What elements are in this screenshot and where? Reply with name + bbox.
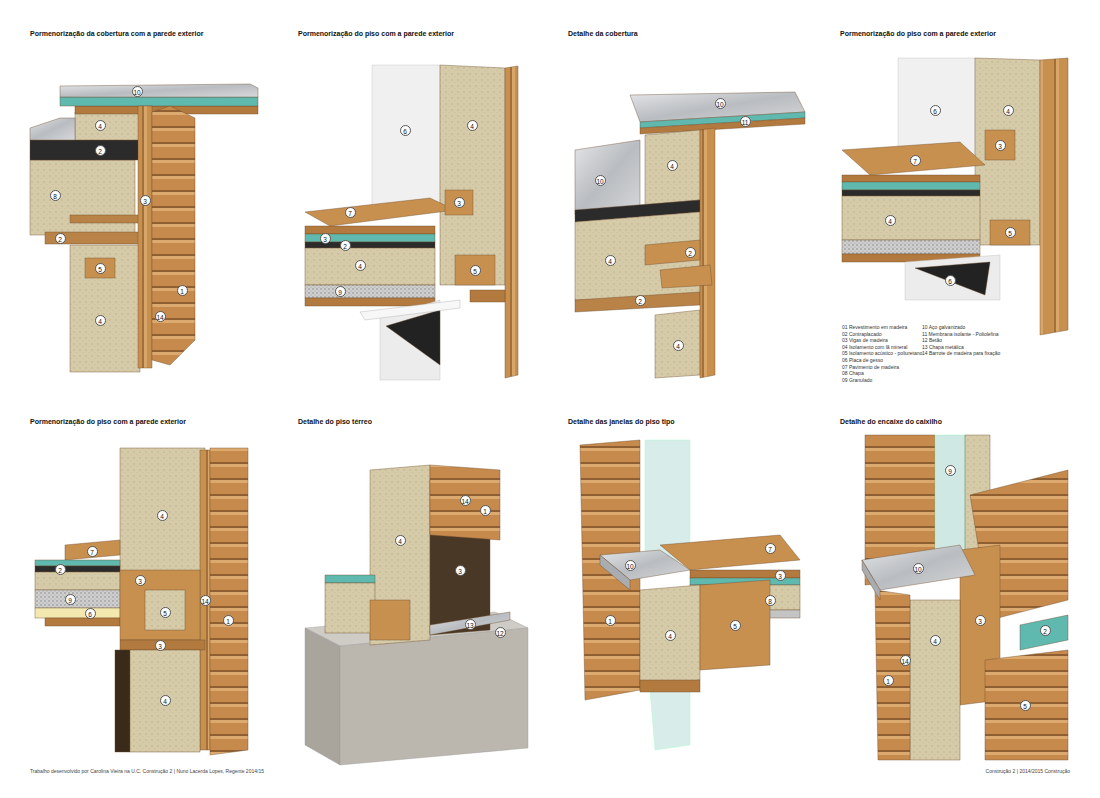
- callout-number: 9: [335, 286, 346, 297]
- footer-note: Trabalho desenvolvido por Carolina Vieir…: [30, 768, 264, 774]
- footer-note: Construção 2 | 2014/2015 Construção: [986, 768, 1070, 774]
- callout-number: 1: [883, 675, 894, 686]
- callout-number: 4: [157, 510, 168, 521]
- callout-number: 7: [765, 543, 776, 554]
- callout-number: 3: [155, 640, 166, 651]
- callout-number: 10: [625, 560, 636, 571]
- callout-number: 4: [95, 315, 106, 326]
- panel-heading: Detalhe das janelas do piso tipo: [568, 418, 675, 425]
- panel-heading: Pormenorização da cobertura com a parede…: [30, 30, 204, 37]
- legend-item: 08 Chapa: [842, 370, 864, 376]
- callout-number: 4: [667, 160, 678, 171]
- callout-number: 2: [55, 564, 66, 575]
- callout-number: 4: [467, 120, 478, 131]
- callout-number: 14: [460, 495, 471, 506]
- callout-number: 4: [395, 535, 406, 546]
- callout-number: 14: [155, 311, 166, 322]
- callout-number: 11: [740, 116, 751, 127]
- callout-number: 7: [87, 546, 98, 557]
- callout-number: 5: [1005, 227, 1016, 238]
- callout-number: 4: [673, 340, 684, 351]
- panel-heading: Pormenorização do piso com a parede exte…: [298, 30, 454, 37]
- callout-number: 5: [95, 263, 106, 274]
- callout-number: 3: [135, 575, 146, 586]
- callout-number: 8: [765, 595, 776, 606]
- callout-number: 3: [454, 197, 465, 208]
- callout-number: 4: [930, 635, 941, 646]
- legend-item: 10 Aço galvanizado: [922, 324, 965, 330]
- callout-number: 1: [480, 505, 491, 516]
- legend-item: 06 Placa de gesso: [842, 357, 883, 363]
- callout-number: 1: [223, 615, 234, 626]
- callout-number: 8: [50, 190, 61, 201]
- callout-number: 4: [605, 255, 616, 266]
- callout-number: 14: [200, 595, 211, 606]
- legend-item: 09 Granulado: [842, 377, 872, 383]
- callout-number: 5: [470, 265, 481, 276]
- legend-item: 13 Chapa metálica: [922, 344, 964, 350]
- callout-number: 4: [665, 630, 676, 641]
- callout-number: 4: [95, 120, 106, 131]
- legend-item: 05 Isolamento acústico - poliuretano: [842, 350, 922, 356]
- callout-number: 4: [160, 695, 171, 706]
- callout-number: 3: [320, 233, 331, 244]
- callout-number: 4: [885, 215, 896, 226]
- callout-number: 10: [913, 563, 924, 574]
- callout-number: 2: [1040, 625, 1051, 636]
- callout-number: 13: [465, 619, 476, 630]
- callout-number: 6: [945, 275, 956, 286]
- legend-item: 04 Isolamento com lã mineral: [842, 344, 907, 350]
- legend-item: 12 Betão: [922, 337, 942, 343]
- callout-number: 3: [775, 570, 786, 581]
- panel-heading: Pormenorização do piso com a parede exte…: [840, 30, 996, 37]
- callout-number: 5: [160, 607, 171, 618]
- callout-number: 2: [95, 145, 106, 156]
- panel-heading: Detalhe do encaixe do caixilho: [840, 418, 942, 425]
- callout-number: 2: [635, 295, 646, 306]
- callout-number: 10: [132, 86, 143, 97]
- panel-heading: Detalhe do piso térreo: [298, 418, 372, 425]
- legend-item: 11 Membrana isolante - Poliolefina: [922, 331, 999, 337]
- callout-number: 5: [1020, 700, 1031, 711]
- callout-number: 4: [1003, 105, 1014, 116]
- callout-number: 6: [400, 125, 411, 136]
- callout-number: 3: [140, 195, 151, 206]
- panel-heading: Detalhe da cobertura: [568, 30, 638, 37]
- callout-number: 3: [995, 140, 1006, 151]
- callout-number: 2: [340, 240, 351, 251]
- callout-number: 9: [945, 465, 956, 476]
- callout-number: 3: [975, 615, 986, 626]
- legend-item: 02 Contraplacado: [842, 331, 881, 337]
- callout-number: 14: [900, 655, 911, 666]
- callout-number: 10: [715, 98, 726, 109]
- callout-number: 3: [455, 565, 466, 576]
- callout-number: 5: [730, 620, 741, 631]
- callout-number: 2: [55, 233, 66, 244]
- callout-number: 12: [495, 627, 506, 638]
- legend-item: 03 Vigas de madeira: [842, 337, 888, 343]
- callout-number: 4: [355, 260, 366, 271]
- callout-number: 6: [85, 608, 96, 619]
- legend-item: 14 Barrote de madeira para fixação: [922, 350, 1000, 356]
- callout-number: 10: [595, 175, 606, 186]
- callout-number: 2: [685, 247, 696, 258]
- callout-number: 7: [345, 207, 356, 218]
- callout-number: 9: [65, 594, 76, 605]
- legend-item: 01 Revestimento em madeira: [842, 324, 907, 330]
- callout-number: 6: [930, 105, 941, 116]
- legend-item: 07 Pavimento de madeira: [842, 364, 899, 370]
- callout-number: 1: [605, 615, 616, 626]
- callout-number: 7: [910, 155, 921, 166]
- callout-number: 1: [177, 285, 188, 296]
- panel-heading: Pormenorização do piso com a parede exte…: [30, 418, 186, 425]
